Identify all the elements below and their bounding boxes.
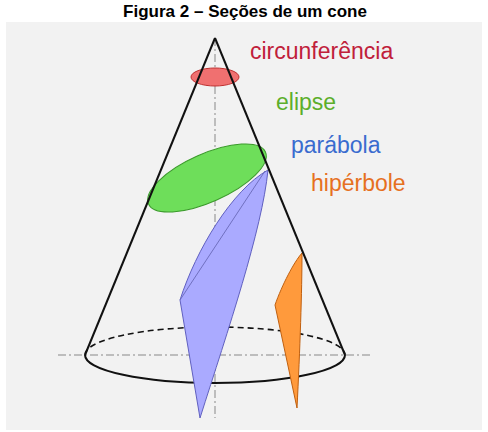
- cone-side: [85, 38, 215, 355]
- section-label: parábola: [291, 134, 381, 157]
- hyperbola-section: [275, 253, 302, 408]
- section-label: elipse: [276, 91, 336, 114]
- parabola-axis: [180, 171, 265, 300]
- cone-side: [215, 38, 345, 355]
- figure-title: Figura 2 – Seções de um cone: [123, 3, 367, 20]
- background-panel: [6, 22, 482, 430]
- section-label: circunferência: [250, 40, 393, 63]
- parabola-section: [180, 170, 268, 418]
- section-label: hipérbole: [311, 172, 406, 195]
